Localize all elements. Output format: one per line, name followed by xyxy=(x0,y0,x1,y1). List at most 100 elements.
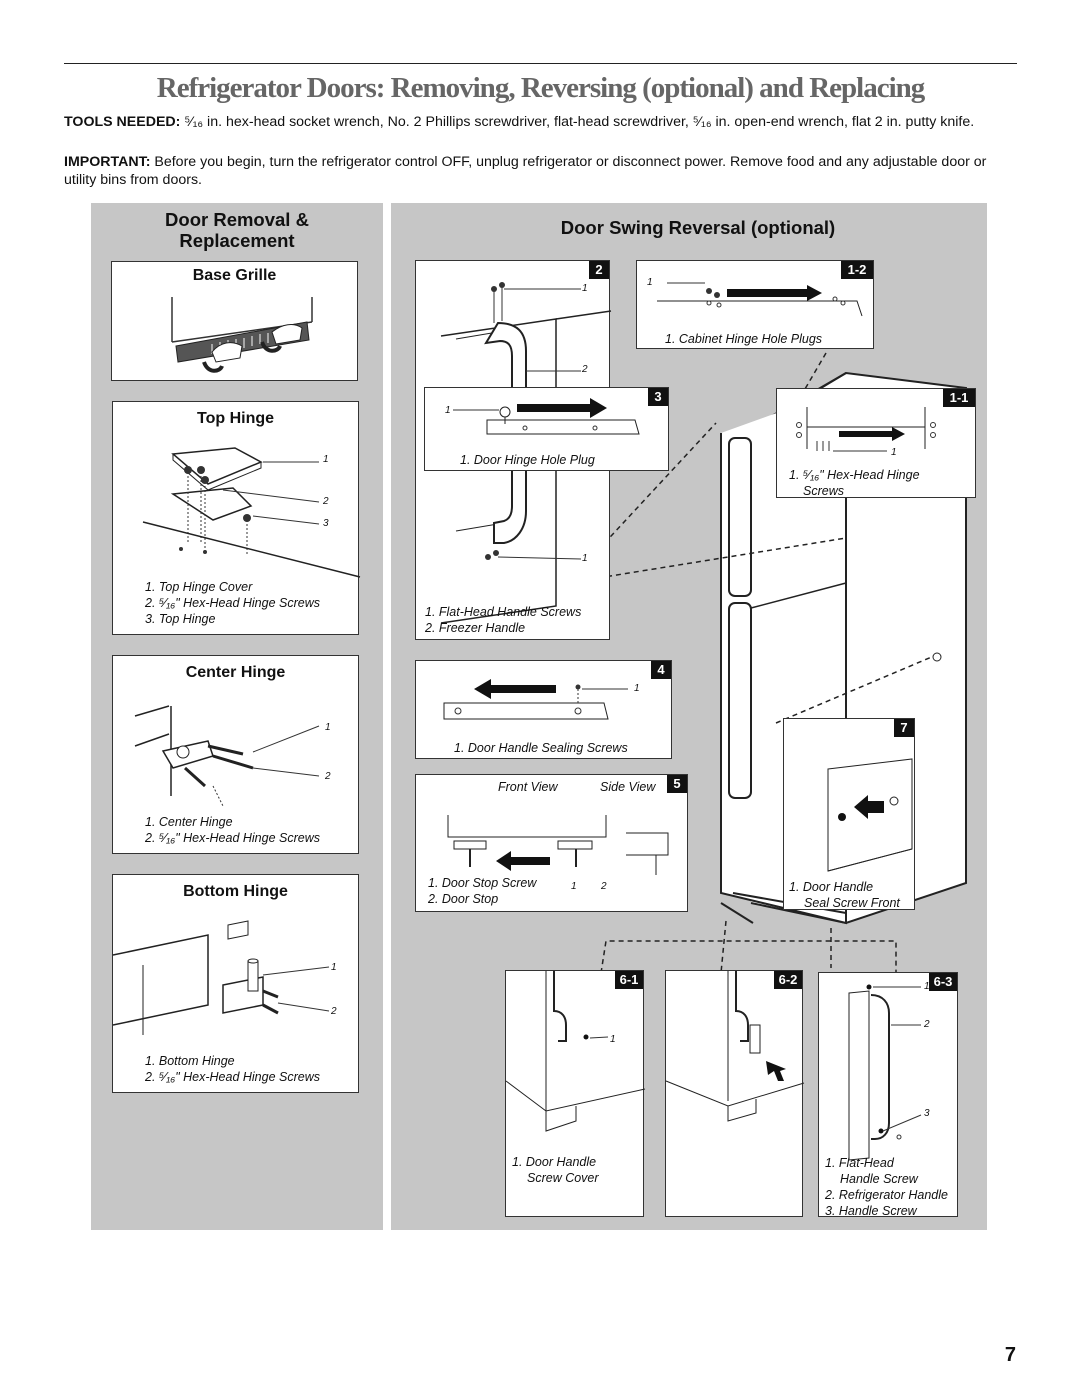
step-5-callout-2: 2 xyxy=(601,881,607,892)
step-2-callout-2: 2 xyxy=(582,364,588,375)
step-6-1-tag: 6-1 xyxy=(615,971,643,989)
step-3-callout-1: 1 xyxy=(445,405,451,416)
bottom-hinge-box: Bottom Hinge 1 2 1. Bottom Hinge 2. ⁵⁄₁₆… xyxy=(112,874,359,1093)
caption-line: 2. ⁵⁄₁₆" Hex-Head Hinge Screws xyxy=(145,831,320,845)
bottom-hinge-callout-2: 2 xyxy=(331,1006,337,1017)
step-7-illustration xyxy=(827,758,913,872)
step-1-1-tag: 1-1 xyxy=(943,389,975,407)
center-hinge-illustration xyxy=(134,705,320,807)
step-6-3-callout-1: 1 xyxy=(924,981,930,992)
step-6-1-callout-1: 1 xyxy=(610,1034,616,1045)
center-hinge-callout-2: 2 xyxy=(325,771,331,782)
step-7-box: 7 1. Door Handle Seal Screw Front xyxy=(783,718,915,910)
step-6-3-tag: 6-3 xyxy=(929,973,957,991)
step-4-box: 4 1 1. Door Handle Sealing Screws xyxy=(415,660,672,759)
door-removal-title-line2: Replacement xyxy=(179,230,295,251)
step-6-3-captions: 1. Flat-Head Handle Screw 2. Refrigerato… xyxy=(825,1155,948,1219)
caption-line: 1. Center Hinge xyxy=(145,815,233,829)
top-hinge-illustration xyxy=(142,447,361,578)
step-3-box: 3 1 1. Door Hinge Hole Plug xyxy=(424,387,669,471)
step-2-captions: 1. Flat-Head Handle Screws 2. Freezer Ha… xyxy=(425,604,581,636)
caption-line: 1. Door Handle xyxy=(789,880,874,894)
step-6-3-callout-2: 2 xyxy=(924,1019,930,1030)
caption-line: 2. Refrigerator Handle xyxy=(825,1188,948,1202)
step-1-1-captions: 1. ⁵⁄₁₆" Hex-Head Hinge Screws xyxy=(789,467,920,499)
caption-line: 1. Door Handle Sealing Screws xyxy=(454,741,628,755)
caption-line: 3. Top Hinge xyxy=(145,612,216,626)
top-hinge-callout-1: 1 xyxy=(323,454,329,465)
step-2-callout-3: 1 xyxy=(582,553,588,564)
caption-line: Screw Cover xyxy=(527,1171,599,1185)
caption-line: 1. Cabinet Hinge Hole Plugs xyxy=(665,332,823,346)
door-removal-title-line1: Door Removal & xyxy=(165,209,309,230)
tools-needed-paragraph: TOOLS NEEDED: ⁵⁄₁₆ in. hex-head socket w… xyxy=(64,113,1016,131)
caption-line: Handle Screw xyxy=(840,1172,918,1186)
step-6-2-illustration xyxy=(665,971,805,1122)
caption-line: 1. Door Hinge Hole Plug xyxy=(460,453,595,467)
step-3-illustration xyxy=(453,398,640,435)
caption-line: 1. Door Handle xyxy=(512,1155,597,1169)
base-grille-box: Base Grille xyxy=(111,261,358,381)
step-1-2-box: 1-2 1 1. Cabinet Hinge Hole Plugs xyxy=(636,260,874,349)
caption-line: 1. Flat-Head xyxy=(825,1156,894,1170)
step-6-1-box: 6-1 1 1. Door Handle Screw Cover xyxy=(505,970,646,1217)
step-3-captions: 1. Door Hinge Hole Plug xyxy=(460,452,595,468)
step-4-illustration xyxy=(443,679,628,720)
tools-label: TOOLS NEEDED: xyxy=(64,114,181,130)
caption-line: Seal Screw Front xyxy=(804,896,900,910)
step-4-captions: 1. Door Handle Sealing Screws xyxy=(454,740,628,756)
step-1-1-illustration xyxy=(796,407,936,452)
caption-line: Screws xyxy=(803,484,844,498)
bottom-hinge-title: Bottom Hinge xyxy=(183,883,288,900)
door-swing-reversal-title: Door Swing Reversal (optional) xyxy=(560,217,836,238)
bottom-hinge-callout-1: 1 xyxy=(331,962,337,973)
step-7-captions: 1. Door Handle Seal Screw Front xyxy=(789,879,900,911)
caption-line: 2. ⁵⁄₁₆" Hex-Head Hinge Screws xyxy=(145,596,320,610)
front-view-label: Front View xyxy=(498,780,558,794)
step-5-captions: 1. Door Stop Screw 2. Door Stop xyxy=(428,875,536,907)
important-label: IMPORTANT: xyxy=(64,154,151,170)
top-hinge-captions: 1. Top Hinge Cover 2. ⁵⁄₁₆" Hex-Head Hin… xyxy=(145,579,320,627)
step-4-callout-1: 1 xyxy=(634,683,640,694)
caption-line: 1. Door Stop Screw xyxy=(428,876,537,890)
step-7-tag: 7 xyxy=(894,719,914,737)
step-5-tag: 5 xyxy=(667,775,687,793)
top-rule xyxy=(64,63,1017,64)
step-4-tag: 4 xyxy=(651,661,671,679)
center-hinge-title: Center Hinge xyxy=(185,664,286,681)
bottom-hinge-illustration xyxy=(112,920,330,1035)
bottom-hinge-captions: 1. Bottom Hinge 2. ⁵⁄₁₆" Hex-Head Hinge … xyxy=(145,1053,320,1085)
base-grille-title: Base Grille xyxy=(192,267,277,284)
caption-line: 1. ⁵⁄₁₆" Hex-Head Hinge xyxy=(789,468,920,482)
caption-line: 1. Top Hinge Cover xyxy=(145,580,253,594)
step-3-tag: 3 xyxy=(648,388,668,406)
caption-line: 1. Flat-Head Handle Screws xyxy=(425,605,582,619)
caption-line: 2. ⁵⁄₁₆" Hex-Head Hinge Screws xyxy=(145,1070,320,1084)
caption-line: 2. Door Stop xyxy=(428,892,499,906)
side-view-label: Side View xyxy=(600,780,656,794)
step-6-3-illustration xyxy=(848,984,922,1161)
important-paragraph: IMPORTANT: Before you begin, turn the re… xyxy=(64,153,1016,189)
top-hinge-box: Top Hinge 1 2 3 1. Top Hinge Cover 2. ⁵⁄… xyxy=(112,401,361,635)
center-hinge-captions: 1. Center Hinge 2. ⁵⁄₁₆" Hex-Head Hinge … xyxy=(145,814,320,846)
base-grille-illustration xyxy=(171,297,313,373)
step-1-2-illustration xyxy=(657,282,863,317)
top-hinge-title: Top Hinge xyxy=(196,410,275,427)
center-hinge-box: Center Hinge 1 2 1. Center Hinge 2. ⁵⁄₁₆… xyxy=(112,655,359,854)
step-6-2-box: 6-2 xyxy=(665,970,805,1217)
step-1-2-captions: 1. Cabinet Hinge Hole Plugs xyxy=(665,331,822,347)
step-1-1-callout-1: 1 xyxy=(891,447,897,458)
caption-line: 1. Bottom Hinge xyxy=(145,1054,235,1068)
page-title: Refrigerator Doors: Removing, Reversing … xyxy=(156,72,926,104)
caption-line: 3. Handle Screw xyxy=(825,1204,917,1218)
tools-text: ⁵⁄₁₆ in. hex-head socket wrench, No. 2 P… xyxy=(180,114,975,130)
door-removal-title: Door Removal & Replacement xyxy=(91,209,383,251)
step-6-3-callout-3: 3 xyxy=(924,1108,930,1119)
important-text: Before you begin, turn the refrigerator … xyxy=(64,154,987,188)
step-2-callout-1: 1 xyxy=(582,283,588,294)
step-5-illustration xyxy=(447,815,669,875)
step-2-tag: 2 xyxy=(589,261,609,279)
step-6-1-illustration xyxy=(505,971,646,1132)
caption-line: 2. Freezer Handle xyxy=(425,621,526,635)
top-hinge-callout-3: 3 xyxy=(323,518,329,529)
